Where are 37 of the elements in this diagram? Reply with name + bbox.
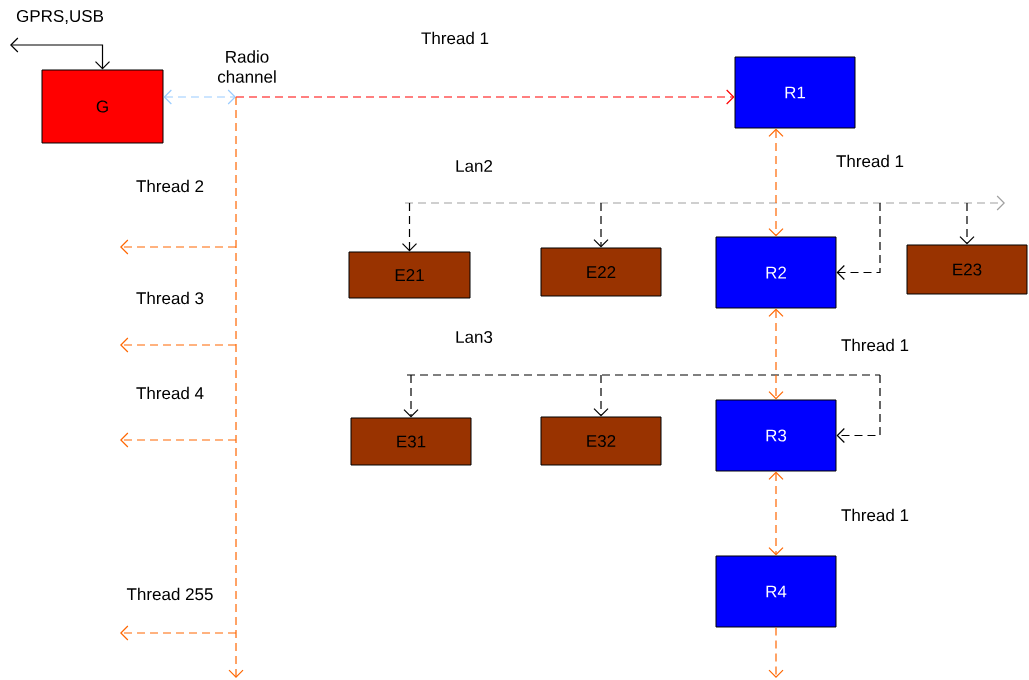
end-device-box: E31 <box>350 417 472 466</box>
arrow <box>235 89 735 105</box>
end-device-box: E32 <box>540 416 662 466</box>
arrow <box>768 626 784 678</box>
arrow <box>836 374 881 444</box>
end-device-box: E21 <box>348 251 471 299</box>
router-box: R1 <box>734 56 856 129</box>
text-label: Thread 255 <box>126 587 213 601</box>
edge-label: Thread 1 <box>420 30 490 46</box>
text-label: Thread 2 <box>136 179 204 193</box>
text-label: Lan3 <box>456 331 493 343</box>
arrow <box>403 374 419 418</box>
arrow <box>768 471 784 556</box>
arrow <box>836 202 881 281</box>
arrow <box>401 202 418 252</box>
text-label: Thread 4 <box>136 386 204 400</box>
arrow <box>163 89 236 105</box>
arrow <box>593 374 609 417</box>
end-device-box: E23 <box>906 244 1028 295</box>
edge-label: Thread 1 <box>840 507 910 523</box>
text-label: Lan2 <box>456 160 493 172</box>
arrow <box>959 202 975 245</box>
arrow <box>768 308 784 400</box>
edge-label: Thread 1 <box>835 153 905 169</box>
gateway-box: G <box>41 69 164 144</box>
text-label: Thread 3 <box>136 291 204 305</box>
edge-label: Thread 1 <box>840 337 910 353</box>
router-box: R4 <box>715 555 837 628</box>
edge-label: GPRS,USB <box>15 9 105 25</box>
arrow <box>228 96 244 678</box>
arrow <box>10 37 111 70</box>
arrow <box>593 202 609 248</box>
router-box: R3 <box>715 399 837 472</box>
channel-label: Radio channel <box>217 50 276 83</box>
end-device-box: E22 <box>540 247 662 297</box>
arrow <box>768 128 784 237</box>
router-box: R2 <box>715 236 837 309</box>
